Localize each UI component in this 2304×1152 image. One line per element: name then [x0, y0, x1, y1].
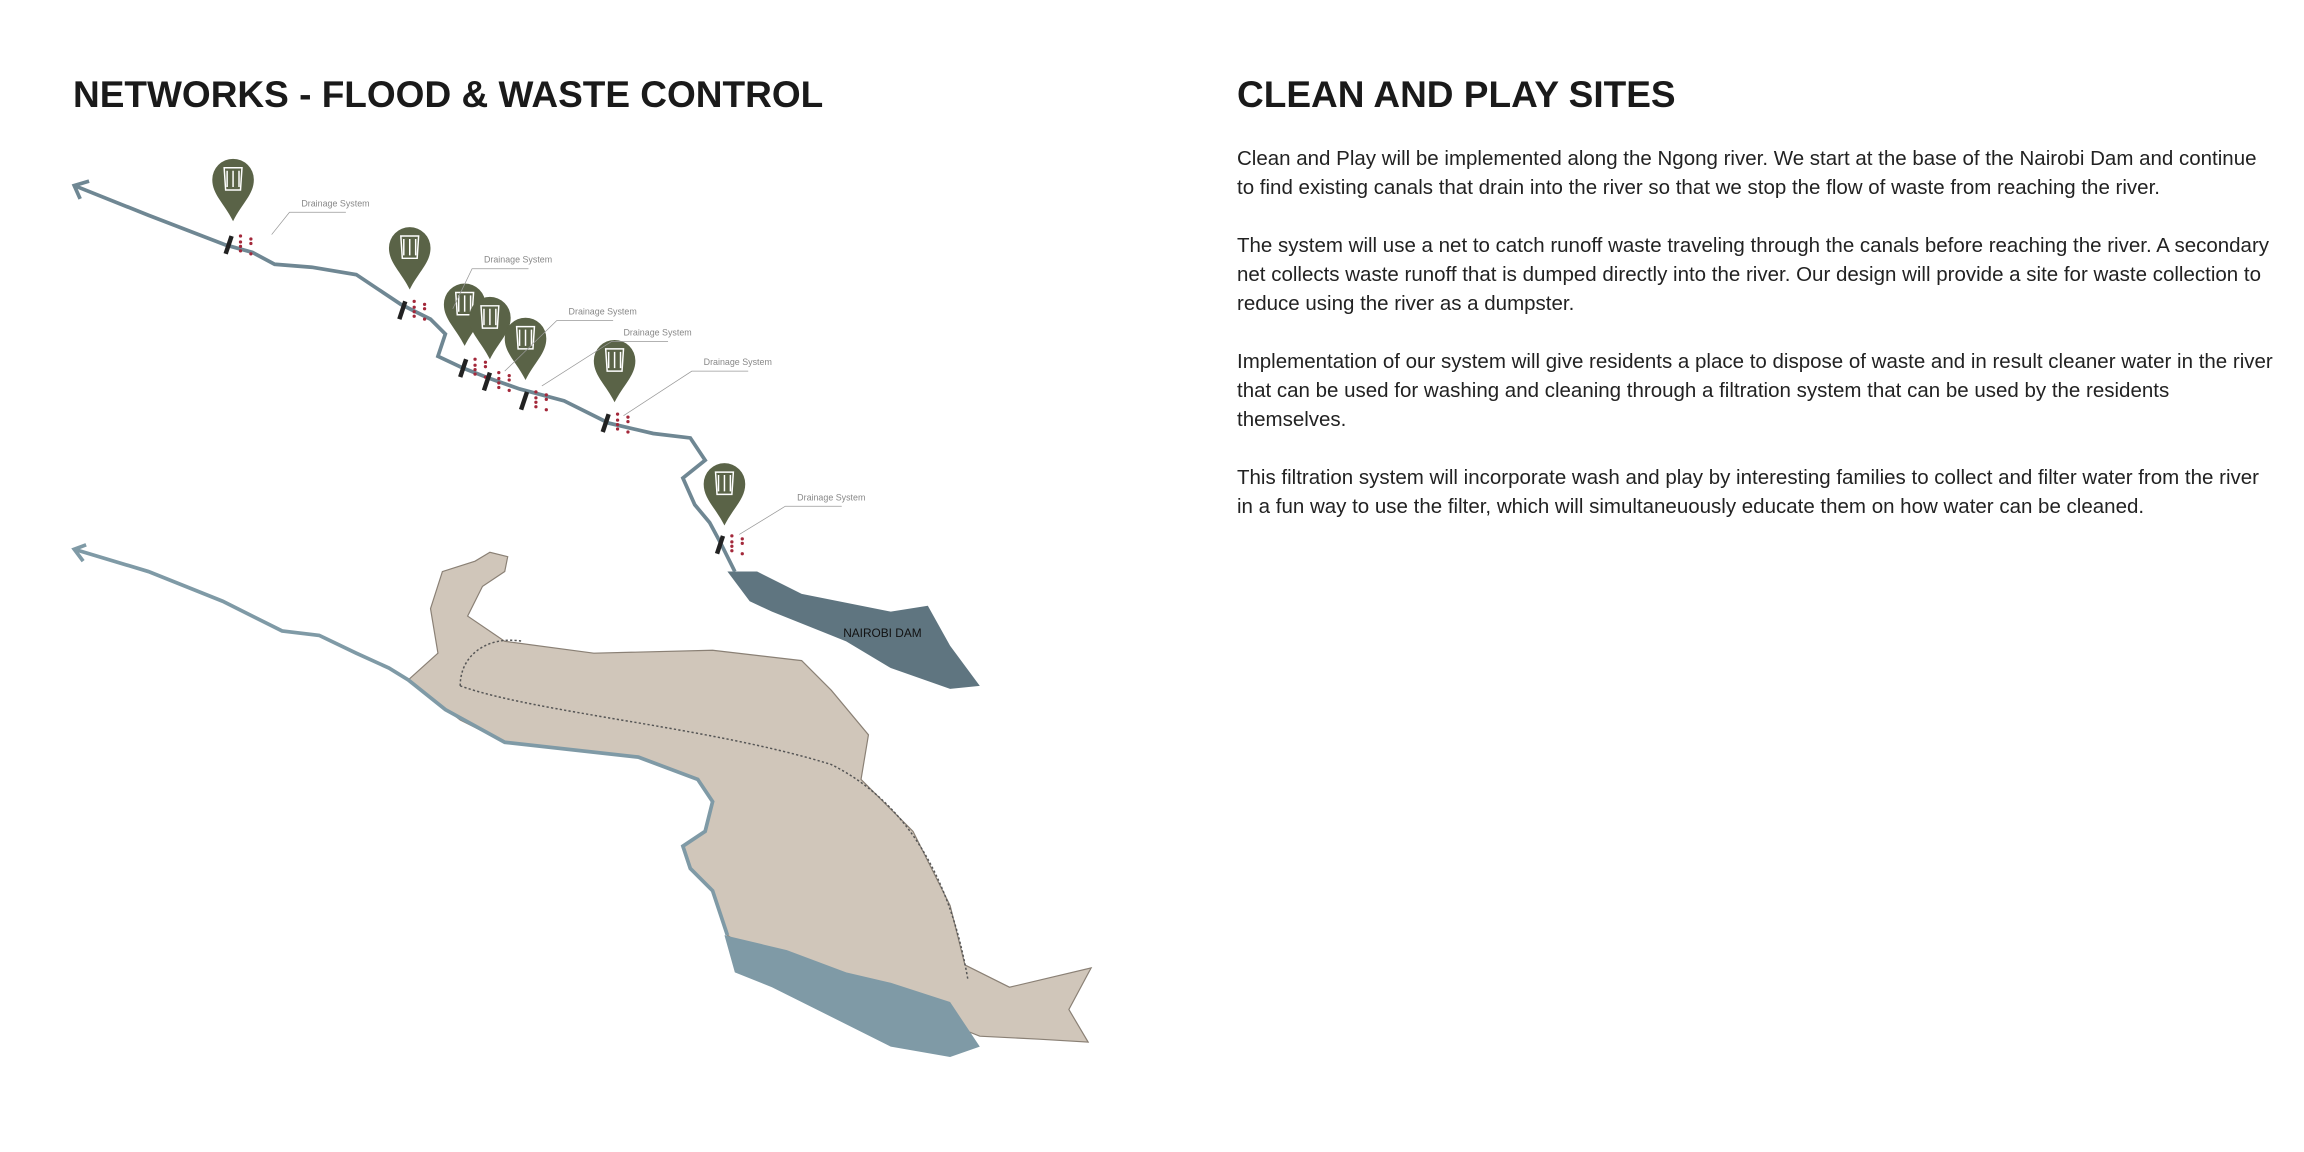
trash-bin-icon	[400, 235, 420, 260]
waste-dot	[249, 252, 253, 256]
leader-line	[504, 320, 614, 372]
drainage-label: Drainage System	[301, 198, 369, 208]
description: Clean and Play will be implemented along…	[1237, 144, 2277, 550]
waste-dot	[730, 540, 734, 544]
waste-dot	[412, 305, 416, 309]
waste-dot	[249, 237, 253, 241]
waste-dot	[626, 415, 630, 419]
drainage-label: Drainage System	[704, 357, 772, 367]
net-barrier	[600, 413, 611, 433]
water-body	[724, 935, 980, 1057]
trash-bin-icon	[515, 325, 536, 350]
waste-dot	[615, 427, 620, 431]
waste-dot	[483, 360, 488, 364]
nairobi-dam	[727, 571, 980, 689]
waste-dot	[497, 370, 501, 375]
networks-title: NETWORKS - FLOOD & WASTE CONTROL	[73, 74, 824, 115]
waste-dot	[615, 418, 620, 422]
paragraph: The system will use a net to catch runof…	[1237, 234, 2270, 315]
waste-dot	[740, 552, 744, 556]
waste-dot	[544, 408, 548, 412]
net-barrier	[481, 371, 493, 392]
leader-line	[271, 211, 346, 235]
paragraph: This filtration system will incorporate …	[1237, 466, 2259, 518]
waste-dot	[740, 537, 744, 541]
net-barrier	[518, 391, 530, 411]
waste-dot	[740, 541, 744, 545]
waste-dot	[412, 314, 416, 318]
waste-dot	[507, 373, 511, 378]
waste-dot	[238, 244, 243, 249]
waste-dot	[544, 393, 548, 397]
drainage-label: Drainage System	[484, 255, 552, 265]
clean-play-title: CLEAN AND PLAY SITES	[1237, 74, 1676, 115]
leader-line	[452, 268, 529, 309]
paragraph: Implementation of our system will give r…	[1237, 350, 2273, 431]
leader-line	[739, 505, 842, 535]
waste-dot	[238, 249, 243, 253]
waste-dot	[534, 396, 538, 400]
dam-label: NAIROBI DAM	[843, 626, 921, 640]
drainage-label: Drainage System	[569, 307, 637, 317]
waste-dot	[422, 307, 427, 311]
waste-dot	[497, 381, 501, 385]
waste-dot	[422, 317, 427, 321]
lower-river	[73, 547, 730, 936]
trash-bin-icon	[714, 471, 735, 496]
arrow-head-icon	[71, 179, 90, 200]
waste-dot	[534, 400, 538, 404]
waste-dot	[473, 357, 477, 361]
dotted-route	[459, 639, 969, 980]
waste-dot	[249, 241, 253, 246]
waste-dot	[238, 240, 243, 244]
trash-bin-icon	[604, 348, 625, 372]
net-barrier	[223, 235, 234, 255]
net-barrier	[714, 535, 726, 555]
waste-dot	[473, 372, 477, 376]
leader-line	[623, 370, 749, 416]
drainage-label: Drainage System	[624, 328, 692, 338]
leader-line	[541, 341, 669, 387]
drainage-label: Drainage System	[797, 492, 865, 502]
trash-bin-icon	[223, 167, 243, 191]
waste-dot	[626, 430, 630, 434]
waste-dot	[483, 365, 488, 369]
paragraph: Clean and Play will be implemented along…	[1237, 147, 2257, 199]
waste-dot	[497, 376, 501, 381]
waste-dot	[507, 378, 511, 382]
waste-dot	[473, 368, 477, 372]
trash-bin-icon	[480, 305, 500, 329]
waste-dot	[238, 234, 243, 238]
waste-dot	[730, 544, 734, 548]
waste-dot	[615, 412, 620, 416]
arrow-head-icon	[71, 543, 87, 563]
waste-dot	[412, 310, 416, 314]
waste-dot	[534, 405, 538, 409]
waste-dot	[615, 422, 620, 427]
net-barrier	[397, 300, 408, 320]
waste-dot	[534, 390, 538, 394]
waste-dot	[730, 534, 734, 538]
waste-dot	[497, 385, 501, 390]
net-barrier	[458, 358, 469, 378]
waste-dot	[730, 549, 734, 553]
waste-dot	[544, 397, 548, 401]
waste-dot	[422, 302, 427, 306]
waste-dot	[507, 388, 511, 393]
waste-dot	[473, 363, 477, 367]
waste-dot	[626, 419, 630, 424]
waste-dot	[412, 299, 416, 303]
